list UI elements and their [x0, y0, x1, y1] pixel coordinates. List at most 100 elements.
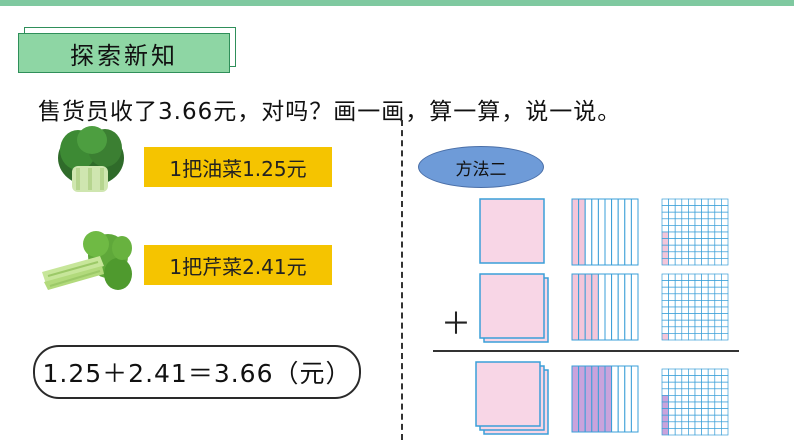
hundredth-cell-2-92 — [669, 333, 676, 340]
hundredth-cell-2-52 — [669, 307, 676, 314]
hundredth-cell-1-94 — [682, 258, 689, 265]
hundredth-cell-3-72 — [669, 415, 676, 422]
hundredth-cell-1-86 — [695, 252, 702, 259]
hundredth-cell-1-52 — [669, 232, 676, 239]
hundredth-cell-2-90 — [721, 327, 728, 334]
hundredth-cell-1-90 — [721, 252, 728, 259]
hundredth-cell-3-35 — [688, 389, 695, 396]
hundredth-cell-2-64 — [682, 314, 689, 321]
hundredth-cell-3-36 — [695, 389, 702, 396]
hundredth-cell-2-28 — [708, 287, 715, 294]
hundredth-cell-3-28 — [708, 382, 715, 389]
tenth-strip-3-8 — [618, 366, 625, 432]
tenth-strip-2-3 — [585, 274, 592, 340]
hundredth-cell-3-41 — [662, 395, 669, 402]
hundredth-cell-2-13 — [675, 281, 682, 288]
hundredth-cell-3-89 — [715, 422, 722, 429]
hundredth-cell-3-86 — [695, 422, 702, 429]
hundredth-cell-2-36 — [695, 294, 702, 301]
hundredth-cell-1-7 — [702, 199, 709, 206]
hundredth-cell-3-45 — [688, 395, 695, 402]
hundredth-cell-2-82 — [669, 327, 676, 334]
hundredth-cell-3-63 — [675, 409, 682, 416]
hundredth-cell-1-41 — [662, 225, 669, 232]
hundredth-cell-1-49 — [715, 225, 722, 232]
hundredth-cell-1-9 — [715, 199, 722, 206]
tenth-strip-1-8 — [618, 199, 625, 265]
hundredth-cell-3-43 — [675, 395, 682, 402]
hundredth-cell-3-4 — [682, 369, 689, 376]
hundredth-cell-1-17 — [702, 206, 709, 213]
hundredth-cell-3-15 — [688, 376, 695, 383]
hundredth-cell-1-54 — [682, 232, 689, 239]
hundredth-cell-2-12 — [669, 281, 676, 288]
hundredth-cell-2-91 — [662, 333, 669, 340]
tenth-strip-1-4 — [592, 199, 599, 265]
hundredth-cell-1-44 — [682, 225, 689, 232]
hundredth-cell-1-14 — [682, 206, 689, 213]
hundredth-cell-2-89 — [715, 327, 722, 334]
hundredth-cell-2-66 — [695, 314, 702, 321]
hundredth-cell-2-50 — [721, 300, 728, 307]
hundredth-cell-3-97 — [702, 428, 709, 435]
hundredth-cell-2-17 — [702, 281, 709, 288]
hundredth-cell-1-27 — [702, 212, 709, 219]
hundredth-cell-2-2 — [669, 274, 676, 281]
tenth-strip-3-6 — [605, 366, 612, 432]
hundredth-cell-2-33 — [675, 294, 682, 301]
hundredth-cell-3-25 — [688, 382, 695, 389]
hundredth-cell-2-84 — [682, 327, 689, 334]
hundredth-cell-3-65 — [688, 409, 695, 416]
hundredth-cell-3-50 — [721, 395, 728, 402]
hundredth-cell-1-6 — [695, 199, 702, 206]
hundredth-cell-3-34 — [682, 389, 689, 396]
hundredth-cell-2-8 — [708, 274, 715, 281]
hundredth-cell-2-68 — [708, 314, 715, 321]
hundredth-cell-1-99 — [715, 258, 722, 265]
hundredth-cell-3-13 — [675, 376, 682, 383]
hundredth-cell-1-72 — [669, 245, 676, 252]
hundredth-cell-2-56 — [695, 307, 702, 314]
hundredth-cell-1-36 — [695, 219, 702, 226]
hundredth-cell-3-87 — [702, 422, 709, 429]
hundredth-cell-3-56 — [695, 402, 702, 409]
hundredth-cell-3-21 — [662, 382, 669, 389]
tenth-strip-3-5 — [598, 366, 605, 432]
hundredth-cell-1-12 — [669, 206, 676, 213]
hundredth-cell-2-85 — [688, 327, 695, 334]
hundredth-cell-3-64 — [682, 409, 689, 416]
hundredth-cell-2-21 — [662, 287, 669, 294]
hundredth-cell-1-55 — [688, 232, 695, 239]
hundredth-cell-1-67 — [702, 239, 709, 246]
hundredth-cell-1-4 — [682, 199, 689, 206]
hundredth-cell-2-99 — [715, 333, 722, 340]
tenth-strip-3-7 — [612, 366, 619, 432]
row2-tenths-model — [570, 272, 642, 348]
hundredth-cell-2-4 — [682, 274, 689, 281]
hundredth-cell-3-69 — [715, 409, 722, 416]
hundredth-cell-2-6 — [695, 274, 702, 281]
hundredth-cell-2-41 — [662, 300, 669, 307]
hundredth-cell-3-95 — [688, 428, 695, 435]
hundredth-cell-2-38 — [708, 294, 715, 301]
hundredth-cell-2-65 — [688, 314, 695, 321]
tenth-strip-2-6 — [605, 274, 612, 340]
hundredth-cell-3-92 — [669, 428, 676, 435]
hundredth-cell-1-42 — [669, 225, 676, 232]
hundredth-cell-1-85 — [688, 252, 695, 259]
hundredth-cell-3-48 — [708, 395, 715, 402]
hundredth-cell-1-38 — [708, 219, 715, 226]
hundredth-cell-1-95 — [688, 258, 695, 265]
hundredth-cell-2-98 — [708, 333, 715, 340]
hundredth-cell-2-54 — [682, 307, 689, 314]
hundredth-cell-3-8 — [708, 369, 715, 376]
tenth-strip-3-10 — [631, 366, 638, 432]
hundredth-cell-1-48 — [708, 225, 715, 232]
hundredth-cell-1-63 — [675, 239, 682, 246]
hundredth-cell-1-97 — [702, 258, 709, 265]
tenth-strip-2-7 — [612, 274, 619, 340]
hundredth-cell-2-62 — [669, 314, 676, 321]
hundredth-cell-2-59 — [715, 307, 722, 314]
hundredth-cell-2-15 — [688, 281, 695, 288]
hundredth-cell-1-3 — [675, 199, 682, 206]
